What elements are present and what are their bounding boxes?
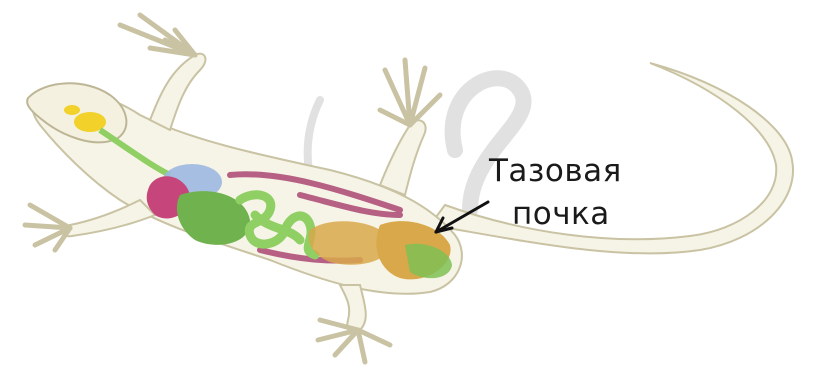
front-lower-leg bbox=[63, 200, 155, 236]
front-upper-leg bbox=[150, 54, 205, 130]
annotation-label-line1: Тазовая bbox=[489, 156, 622, 187]
head-gland-2 bbox=[64, 105, 80, 115]
rear-upper-leg bbox=[380, 120, 426, 195]
rear-upper-foot bbox=[380, 60, 440, 125]
front-upper-foot bbox=[120, 15, 195, 55]
annotation-label-line2: почка bbox=[512, 199, 610, 230]
front-lower-foot bbox=[25, 205, 70, 250]
